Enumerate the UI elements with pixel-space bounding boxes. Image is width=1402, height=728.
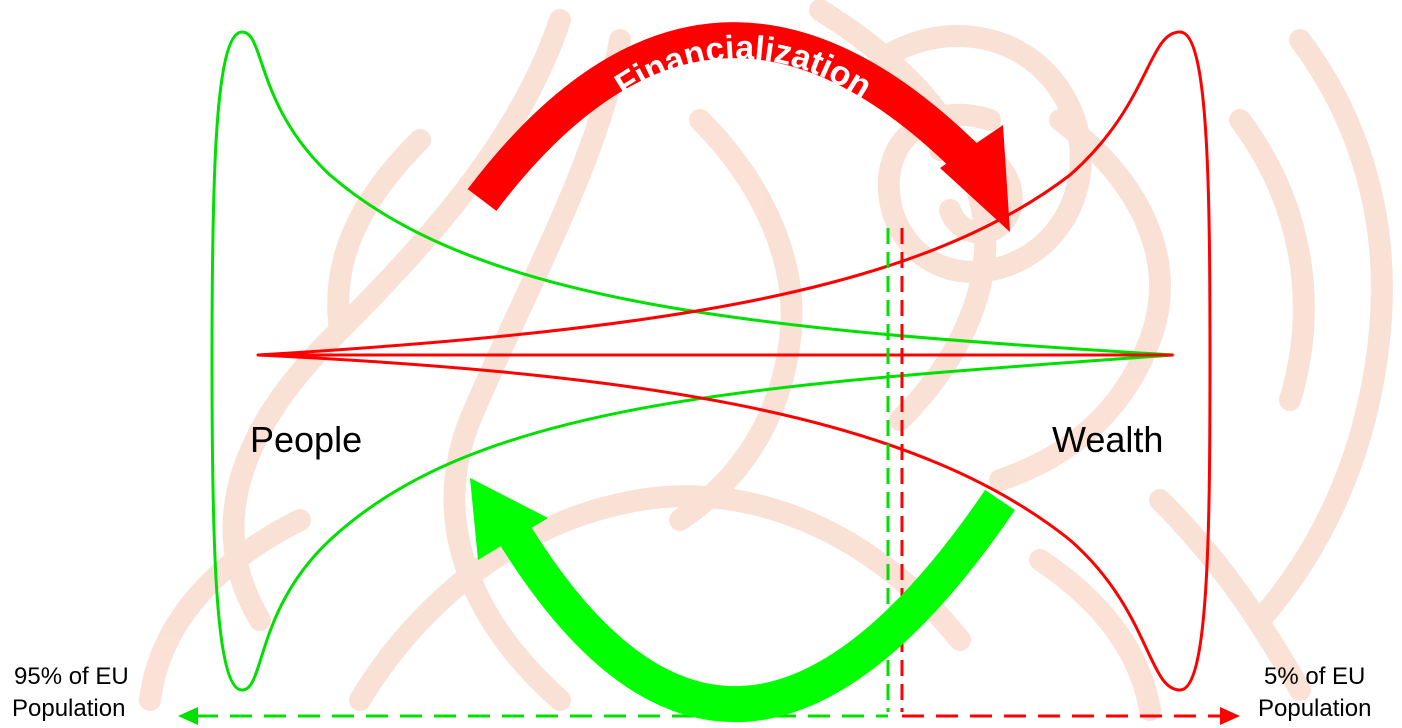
left-population-label-line1: 95% of EU xyxy=(14,663,129,690)
population-axis-right-arrowhead xyxy=(1220,707,1240,725)
right-population-label-line1: 5% of EU xyxy=(1264,663,1365,690)
people-curve xyxy=(210,30,1175,692)
population-axis-left-arrowhead xyxy=(178,707,198,725)
right-population-label-line2: Population xyxy=(1258,695,1371,722)
left-population-label-line2: Population xyxy=(12,695,125,722)
wealth-label: Wealth xyxy=(1052,419,1163,460)
wealth-curve xyxy=(256,30,1212,692)
people-label: People xyxy=(250,419,362,460)
entrepreneurship-arrow: Entrepreneurship xyxy=(470,478,1015,723)
